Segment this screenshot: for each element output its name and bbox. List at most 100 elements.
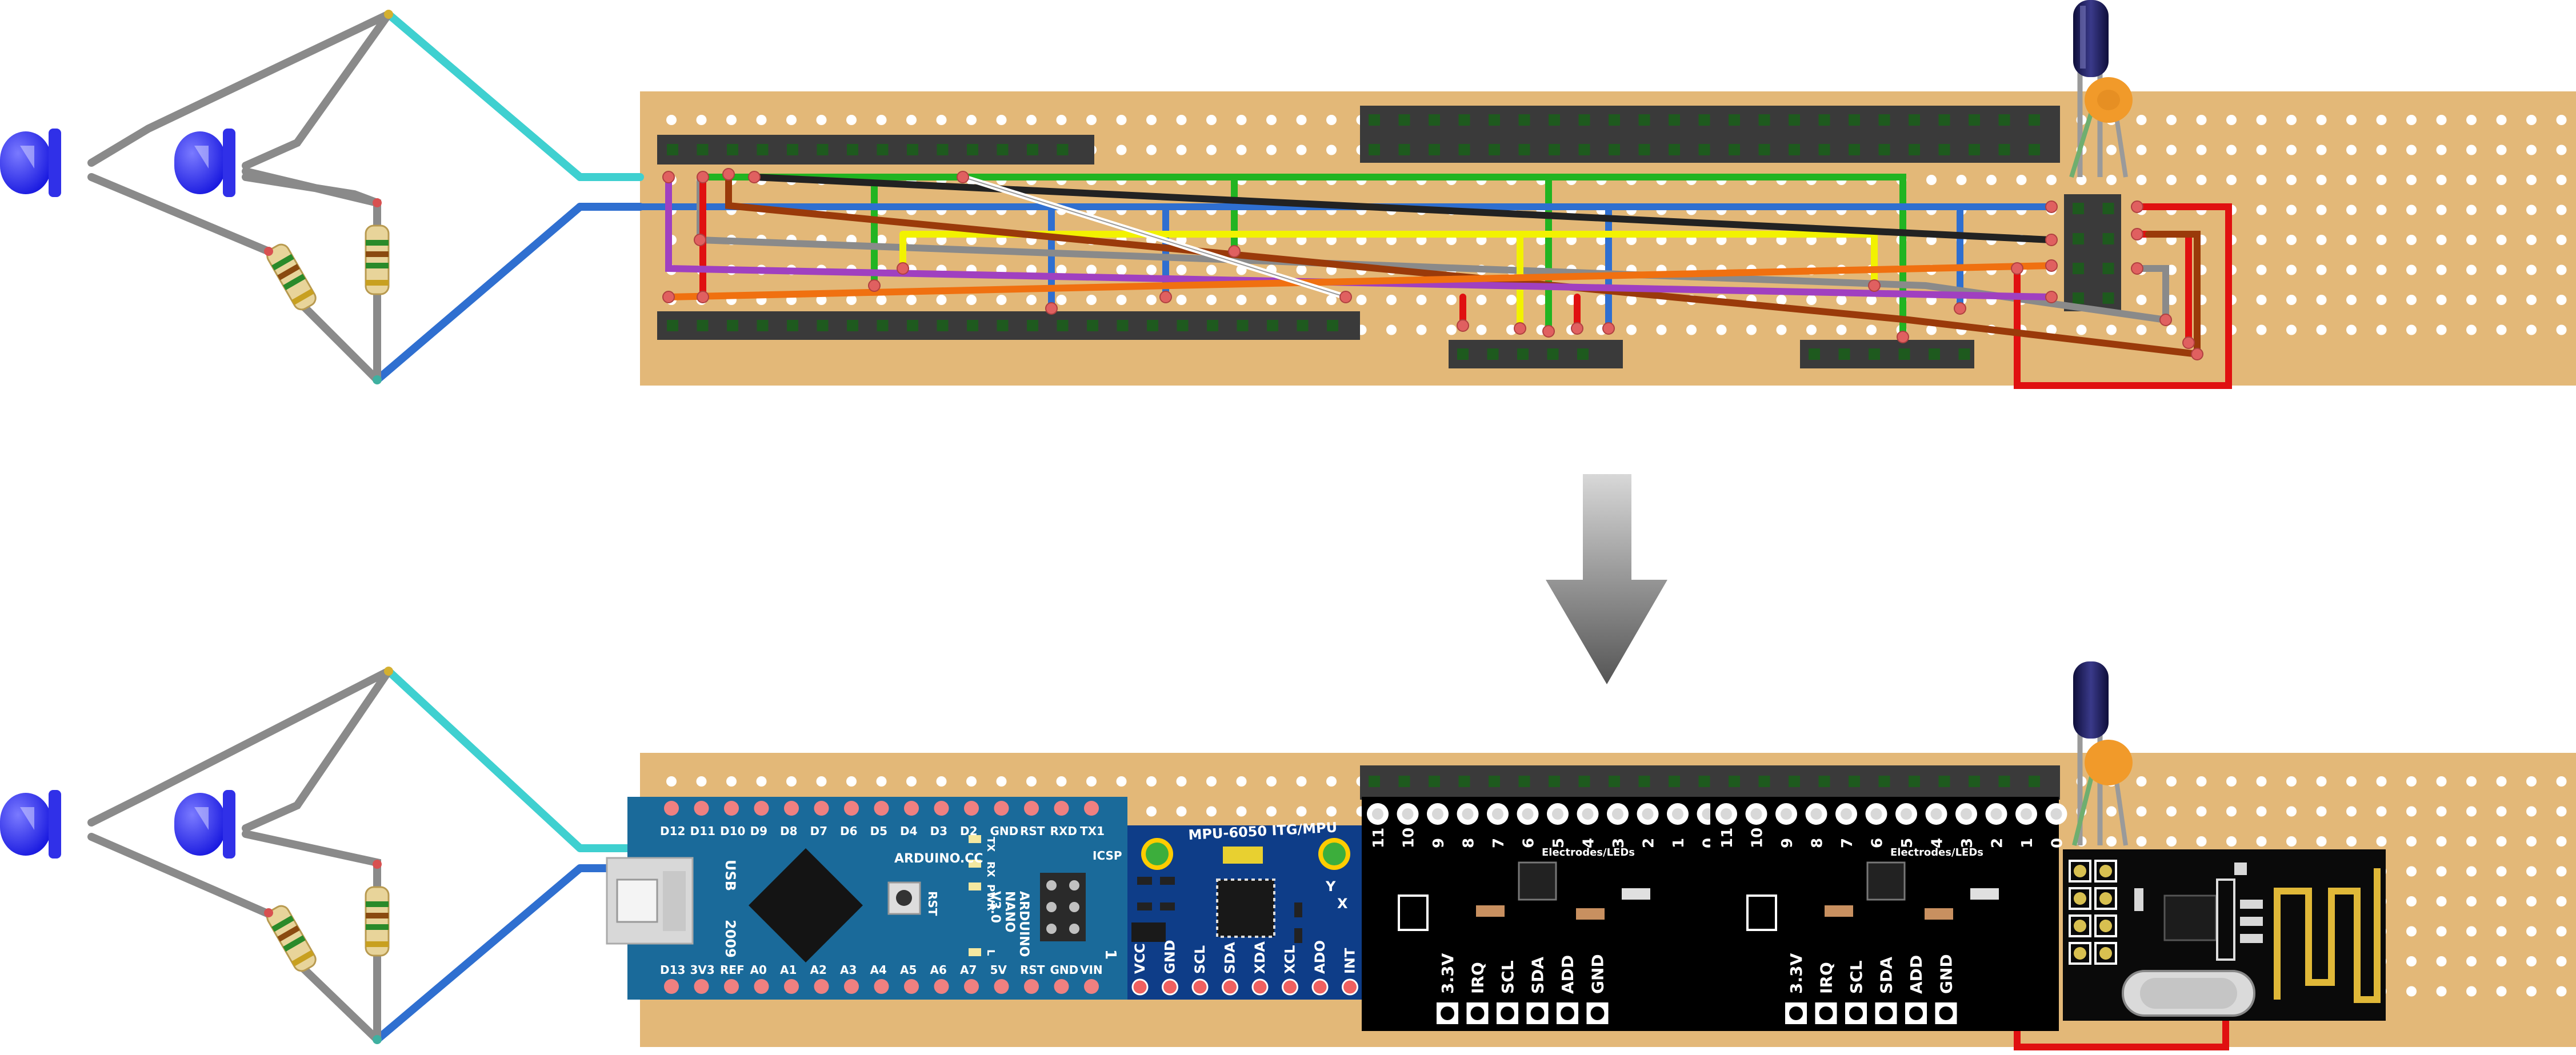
board-hole <box>2346 235 2357 245</box>
board-hole <box>2196 145 2207 155</box>
board-hole <box>876 776 887 787</box>
board-hole <box>2406 295 2417 305</box>
electrode-pin-label: 3.3V <box>1787 953 1806 994</box>
board-hole <box>2556 115 2567 125</box>
board-hole <box>2466 324 2477 335</box>
pin-label: SCL <box>1192 945 1208 974</box>
pin-label: A7 <box>960 963 977 977</box>
header-pin <box>1429 776 1440 787</box>
board-hole <box>1986 175 1997 185</box>
board-hole <box>2286 235 2297 245</box>
board-hole <box>2496 295 2507 305</box>
board-hole <box>2406 235 2417 245</box>
board-hole <box>906 115 917 125</box>
board-hole <box>1836 295 1847 305</box>
header-pin <box>1057 144 1069 155</box>
model-label: NANO <box>1002 891 1017 933</box>
pin-label: VCC <box>1132 943 1148 974</box>
header-pin <box>1849 144 1860 155</box>
header-pin <box>1969 776 1980 787</box>
board-hole <box>1056 115 1067 125</box>
pin-label: A4 <box>870 963 887 977</box>
board-hole <box>2406 324 2417 335</box>
pin-pad <box>964 979 979 994</box>
board-hole <box>1356 295 1367 305</box>
board-hole <box>1326 806 1337 817</box>
header-pin <box>1458 114 1470 126</box>
header-pin <box>1938 144 1950 155</box>
board-hole <box>2196 836 2207 847</box>
header-pin <box>1369 144 1380 155</box>
pin-label: D3 <box>930 824 948 838</box>
mounting-hole <box>1141 838 1350 870</box>
board-hole <box>1086 776 1097 787</box>
board-hole <box>2436 986 2447 997</box>
board-hole <box>1236 776 1247 787</box>
board-hole <box>2376 806 2387 817</box>
pin-label: REF <box>720 963 745 977</box>
board-hole <box>1866 324 1877 335</box>
board-hole <box>2466 956 2477 966</box>
header-pin <box>877 144 889 155</box>
board-hole <box>2226 145 2237 155</box>
board-hole <box>2436 926 2447 937</box>
pin-pad <box>1311 978 1329 996</box>
wire-endpoint <box>1045 302 1058 315</box>
board-hole <box>2496 145 2507 155</box>
board-hole <box>2376 776 2387 787</box>
electrode-number: 10 <box>1749 828 1766 848</box>
pin-pad <box>2094 887 2117 910</box>
board-hole <box>2256 115 2267 125</box>
header-pin <box>1998 144 2010 155</box>
pin-pad <box>814 979 829 994</box>
wire-endpoint <box>662 291 675 303</box>
board-hole <box>1386 324 1397 335</box>
crystal-icon <box>2122 970 2255 1017</box>
board-hole <box>1806 295 1817 305</box>
header-pin <box>1578 776 1590 787</box>
board-hole <box>876 295 887 305</box>
electrode-number: 0 <box>2049 838 2066 848</box>
header-pin <box>1909 776 1920 787</box>
wire-endpoint <box>2045 200 2058 213</box>
wire-endpoint <box>697 171 709 183</box>
board-hole <box>1416 295 1427 305</box>
header-pin <box>1698 144 1710 155</box>
header-pin <box>697 320 709 331</box>
pin-pad <box>904 979 919 994</box>
pin-label: A2 <box>810 963 827 977</box>
board-hole <box>846 776 857 787</box>
header-pin <box>1929 348 1940 360</box>
pin-pad <box>664 979 679 994</box>
header-pin <box>1549 776 1560 787</box>
header-pin <box>2102 203 2114 214</box>
board-hole <box>2136 836 2147 847</box>
board-hole <box>1506 295 1517 305</box>
electrode-number: 9 <box>1779 838 1796 848</box>
pin-pad <box>2094 914 2117 937</box>
electrode-pin-label: 3.3V <box>1438 953 1457 994</box>
pin-pad <box>2069 914 2091 937</box>
board-hole <box>2286 324 2297 335</box>
header-pin <box>1998 114 2010 126</box>
header-pin <box>1938 114 1950 126</box>
board-hole <box>2556 295 2567 305</box>
board-hole <box>2496 204 2507 215</box>
board-hole <box>2346 204 2357 215</box>
board-hole <box>2466 986 2477 997</box>
board-hole <box>1446 324 1457 335</box>
wire-endpoint <box>2131 228 2143 240</box>
board-hole <box>2196 776 2207 787</box>
board-hole <box>2436 836 2447 847</box>
pin-pad <box>2094 860 2117 882</box>
pin-label: A0 <box>750 963 767 977</box>
header-pin <box>1297 320 1309 331</box>
pin-pad <box>2069 942 2091 965</box>
resistor-icon <box>266 243 317 311</box>
wire-endpoint <box>2131 200 2143 213</box>
board-hole <box>2136 776 2147 787</box>
header-pin <box>1518 114 1530 126</box>
header-pin <box>1729 144 1740 155</box>
pin-label: XCL <box>1282 945 1298 974</box>
header-pin <box>1549 144 1560 155</box>
